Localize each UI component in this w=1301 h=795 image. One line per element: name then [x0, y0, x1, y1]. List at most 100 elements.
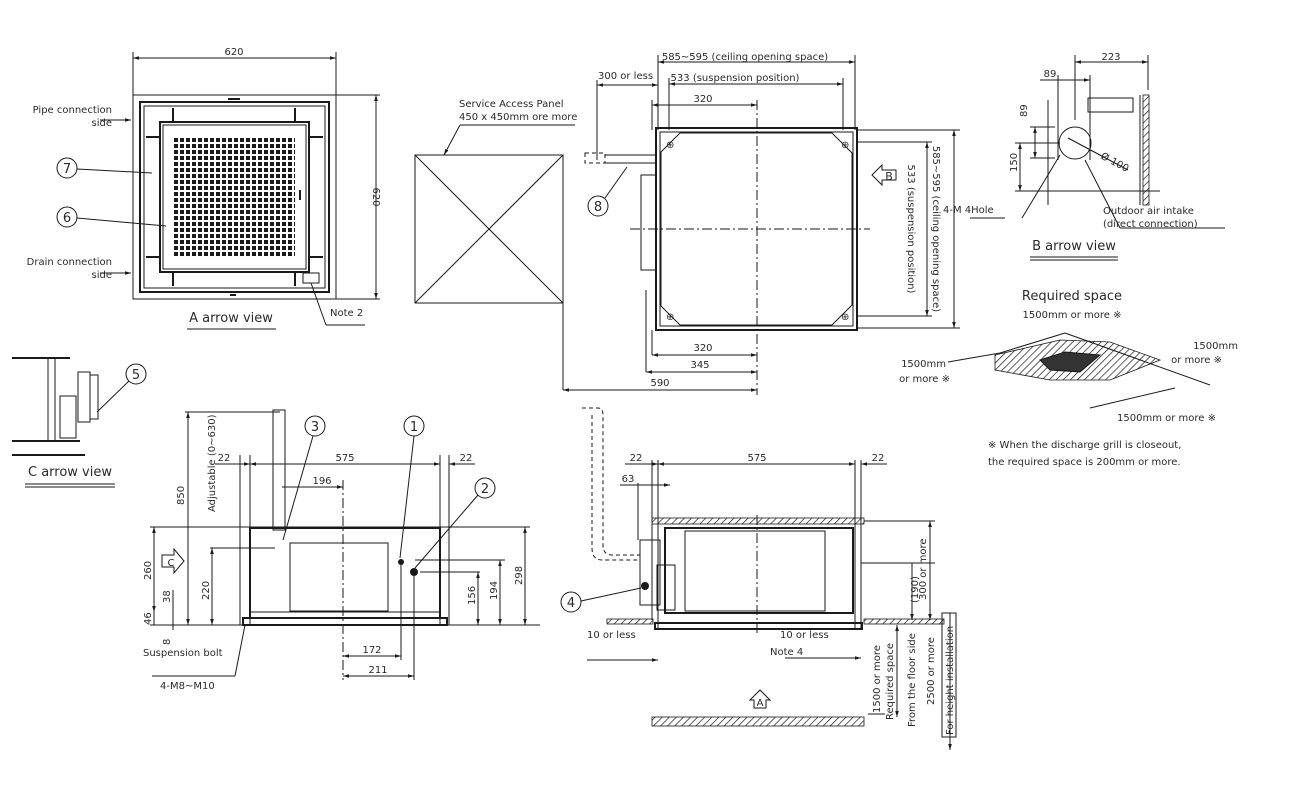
svg-text:10 or less: 10 or less: [780, 630, 829, 641]
svg-text:From the floor side: From the floor side: [907, 633, 918, 727]
svg-text:7: 7: [63, 162, 71, 177]
b-arrow-view: 223 89 Ø 100 89 150 Outdoor air intake (…: [1009, 52, 1225, 261]
svg-text:B: B: [885, 170, 893, 183]
note4-label: Note 4: [770, 647, 803, 658]
pipe-side-label: Pipe connection: [33, 105, 112, 116]
svg-text:320: 320: [693, 343, 712, 354]
svg-text:1500mm or more ※: 1500mm or more ※: [1023, 310, 1122, 321]
svg-text:298: 298: [514, 566, 525, 585]
svg-text:5: 5: [132, 368, 140, 383]
svg-text:220: 220: [201, 581, 212, 600]
svg-text:or more ※: or more ※: [1171, 355, 1222, 366]
svg-text:320: 320: [693, 94, 712, 105]
callout-8: [587, 195, 609, 217]
callout-7: [56, 157, 78, 179]
svg-text:6: 6: [63, 211, 71, 226]
svg-text:450 x 450mm ore more: 450 x 450mm ore more: [459, 112, 577, 123]
svg-text:22: 22: [872, 453, 885, 464]
pipe-length-dim: 300 or less: [598, 71, 653, 82]
callout-2: [474, 477, 496, 499]
note2-label: Note 2: [330, 308, 363, 319]
adjustable-label: Adjustable (0~630): [207, 414, 218, 512]
svg-text:1500mm or more ※: 1500mm or more ※: [1117, 413, 1216, 424]
svg-text:850: 850: [176, 486, 187, 505]
svg-text:⊕: ⊕: [841, 312, 849, 323]
svg-text:345: 345: [690, 360, 709, 371]
svg-text:(190): (190): [910, 576, 921, 603]
vertical-ceiling-dim: 585~595 (ceiling opening space): [930, 146, 941, 312]
svg-text:260: 260: [143, 561, 154, 580]
svg-text:4: 4: [567, 596, 575, 611]
svg-text:Required space: Required space: [885, 643, 896, 720]
holes-label: 4-M 4Hole: [943, 205, 994, 216]
bolt-spec: 4-M8~M10: [160, 681, 215, 692]
svg-text:590: 590: [650, 378, 669, 389]
svg-text:2: 2: [481, 482, 489, 497]
arrow-b-icon: [871, 163, 897, 187]
front-view: 850 Adjustable (0~630) 3 1 2 22 575 22 1…: [143, 409, 540, 692]
svg-text:the required space is 200mm or: the required space is 200mm or more.: [988, 457, 1181, 468]
svg-text:22: 22: [218, 453, 231, 464]
svg-text:⊕: ⊕: [666, 312, 674, 323]
callout-6: [56, 206, 78, 228]
svg-text:22: 22: [460, 453, 473, 464]
svg-text:1500mm: 1500mm: [1193, 341, 1238, 352]
svg-text:89: 89: [1044, 69, 1057, 80]
svg-text:8: 8: [162, 639, 173, 645]
a-arrow-view-title: A arrow view: [189, 311, 273, 326]
callout-4: [560, 591, 582, 613]
svg-text:300 or more: 300 or more: [918, 538, 929, 600]
corner-mark: ⊕: [666, 140, 674, 151]
svg-text:side: side: [92, 270, 113, 281]
callout-5: [125, 363, 147, 385]
intake-label: Outdoor air intake: [1103, 206, 1194, 217]
ceiling-opening-dim: 585~595 (ceiling opening space): [662, 52, 828, 63]
svg-text:side: side: [92, 118, 113, 129]
height-dim-label: 620: [370, 187, 381, 206]
suspension-bolt-label: Suspension bolt: [143, 648, 223, 659]
c-arrow-view-title: C arrow view: [28, 465, 112, 480]
a-arrow-view: 620 620 Pipe connection side Drain conne…: [27, 47, 381, 330]
svg-text:575: 575: [747, 453, 766, 464]
unit-outline: [132, 94, 337, 300]
svg-text:38: 38: [162, 590, 173, 603]
c-arrow-view: 5 C arrow view: [12, 357, 147, 488]
svg-text:8: 8: [594, 200, 602, 215]
b-arrow-view-title: B arrow view: [1032, 239, 1116, 254]
service-access-panel: Service Access Panel 450 x 450mm ore mor…: [414, 99, 577, 304]
side-view: 22 575 22 63 4 10 or less 10 or less Not…: [560, 407, 957, 750]
svg-text:A: A: [757, 698, 764, 709]
svg-text:22: 22: [630, 453, 643, 464]
svg-text:C: C: [168, 558, 175, 569]
svg-text:2500 or more: 2500 or more: [926, 637, 937, 705]
width-dim-label: 620: [224, 47, 243, 58]
svg-text:(direct connection): (direct connection): [1103, 219, 1198, 230]
svg-text:or more ※: or more ※: [899, 374, 950, 385]
svg-text:1500mm: 1500mm: [901, 359, 946, 370]
svg-text:46: 46: [143, 612, 154, 625]
svg-text:194: 194: [489, 581, 500, 600]
svg-text:211: 211: [368, 665, 387, 676]
svg-text:63: 63: [622, 474, 635, 485]
service-panel-label: Service Access Panel: [459, 99, 564, 110]
required-space-title: Required space: [1022, 289, 1122, 304]
svg-text:10 or less: 10 or less: [587, 630, 636, 641]
callout-3: [304, 415, 326, 437]
svg-text:89: 89: [1019, 104, 1030, 117]
note2-box: [302, 272, 320, 284]
dim-575: 575: [335, 453, 354, 464]
arrow-c-icon: [161, 547, 185, 575]
suspension-position-dim: 533 (suspension position): [671, 73, 800, 84]
arrow-a-icon: [748, 689, 772, 709]
svg-text:1: 1: [410, 420, 418, 435]
svg-text:1500 or more: 1500 or more: [872, 645, 883, 713]
diameter-label: Ø 100: [1099, 150, 1131, 175]
svg-text:172: 172: [362, 645, 381, 656]
svg-text:⊕: ⊕: [841, 140, 849, 151]
top-view: 585~595 (ceiling opening space) 533 (sus…: [562, 52, 1005, 395]
svg-text:223: 223: [1101, 52, 1120, 63]
air-grill: [174, 137, 295, 257]
required-space: Required space 1500mm or more ※ 1500mm o…: [899, 289, 1238, 468]
svg-text:150: 150: [1009, 153, 1020, 172]
